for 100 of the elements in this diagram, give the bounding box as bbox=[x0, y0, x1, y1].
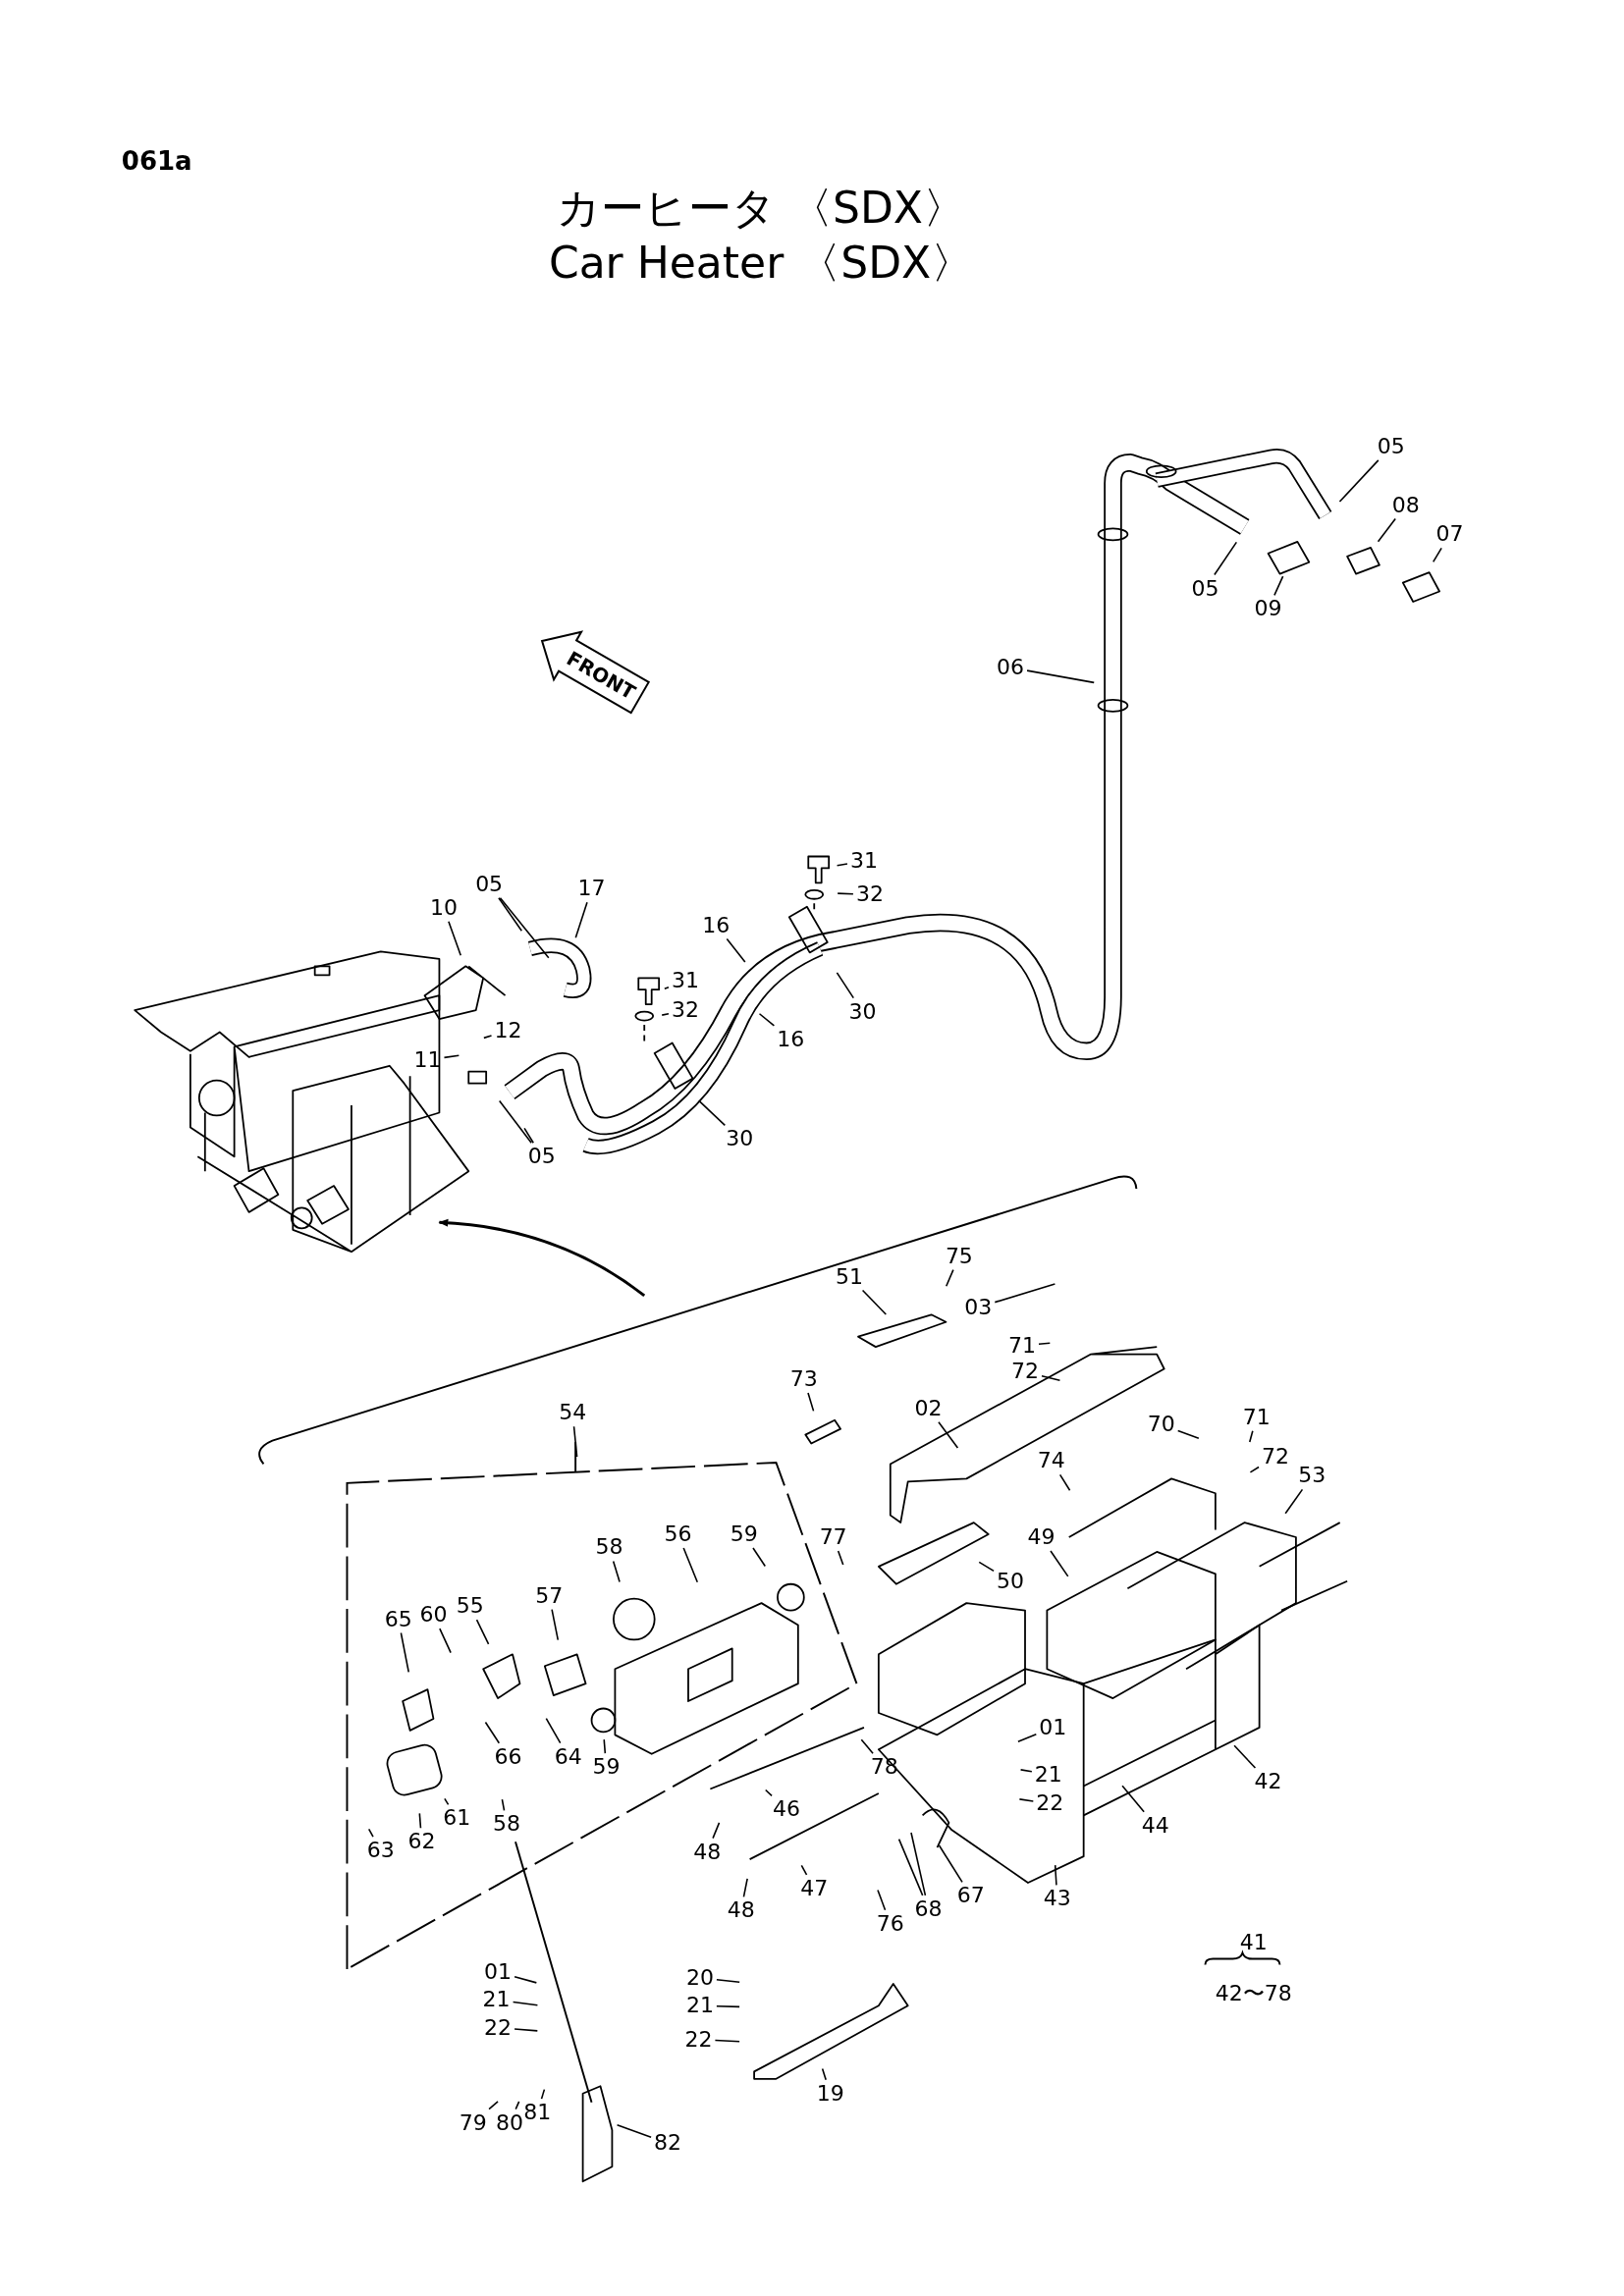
callout-number: 76 bbox=[876, 1912, 904, 1935]
leader-line bbox=[712, 1822, 721, 1840]
leader-line bbox=[616, 2123, 652, 2139]
callout-number: 81 bbox=[523, 2102, 552, 2124]
leader-line bbox=[716, 2004, 740, 2008]
callout-number: 49 bbox=[1027, 1526, 1056, 1548]
leader-line bbox=[1338, 459, 1380, 503]
callout-number: 50 bbox=[997, 1570, 1025, 1592]
callout-number: 46 bbox=[772, 1798, 800, 1821]
leader-line bbox=[512, 2001, 539, 2006]
callout-number: 22 bbox=[484, 2016, 513, 2039]
callout-number: 59 bbox=[730, 1523, 758, 1545]
callout-number: 80 bbox=[496, 2111, 523, 2134]
callout-number: 65 bbox=[384, 1608, 412, 1630]
leader-line bbox=[439, 1628, 452, 1654]
leader-line bbox=[1284, 1488, 1304, 1515]
leader-line bbox=[501, 1798, 506, 1812]
callout-number: 75 bbox=[945, 1245, 973, 1267]
callout-number: 48 bbox=[693, 1841, 722, 1863]
callout-number: 30 bbox=[726, 1128, 754, 1150]
leader-line bbox=[418, 1812, 422, 1829]
leader-line bbox=[1050, 1550, 1069, 1577]
leader-line bbox=[758, 1012, 776, 1027]
leader-line bbox=[1432, 547, 1442, 563]
callout-number: 79 bbox=[459, 2111, 487, 2134]
callout-number: 73 bbox=[789, 1367, 818, 1390]
leader-line bbox=[444, 1797, 450, 1806]
leader-line bbox=[551, 1608, 560, 1641]
callout-number: 47 bbox=[800, 1877, 829, 1899]
leader-line bbox=[836, 972, 855, 999]
leader-line bbox=[837, 1550, 844, 1566]
callout-number: 72 bbox=[1011, 1361, 1039, 1383]
callout-number: 78 bbox=[870, 1756, 898, 1779]
leader-line bbox=[807, 1392, 815, 1413]
callout-number: 17 bbox=[577, 878, 606, 900]
leader-line bbox=[1121, 1785, 1145, 1813]
callout-number: 08 bbox=[1391, 494, 1420, 516]
leader-line bbox=[514, 2101, 520, 2110]
callout-number: 71 bbox=[1008, 1334, 1036, 1357]
leader-line bbox=[661, 1012, 670, 1016]
callout-number: 20 bbox=[685, 1966, 714, 1989]
leader-line bbox=[443, 1054, 460, 1059]
callout-number: 19 bbox=[816, 2082, 844, 2105]
callout-number: 21 bbox=[482, 1989, 511, 2011]
callout-number: 22 bbox=[684, 2028, 713, 2051]
callout-number: 30 bbox=[848, 1000, 877, 1023]
leader-line bbox=[448, 920, 462, 956]
callout-number: 21 bbox=[685, 1995, 714, 2017]
callout-number: 71 bbox=[1242, 1406, 1271, 1428]
callout-number: 62 bbox=[407, 1831, 436, 1853]
callout-number: 70 bbox=[1147, 1414, 1175, 1436]
leader-line bbox=[716, 1978, 740, 1984]
callout-number: 42 bbox=[1254, 1771, 1282, 1793]
callout-number: 64 bbox=[554, 1745, 582, 1768]
leader-line bbox=[574, 901, 588, 938]
part-number: 41 bbox=[1239, 1932, 1268, 1954]
callout-number: 21 bbox=[1034, 1763, 1062, 1786]
leader-line bbox=[1214, 541, 1238, 576]
callout-number: 48 bbox=[727, 1899, 755, 1922]
callout-number: 01 bbox=[484, 1960, 513, 1983]
leader-line bbox=[837, 892, 854, 895]
callout-number: 16 bbox=[777, 1028, 805, 1050]
callout-number: 12 bbox=[494, 1019, 522, 1041]
part-range: 42〜78 bbox=[1215, 1983, 1292, 2005]
leader-line bbox=[540, 2088, 546, 2100]
leader-line bbox=[1018, 1798, 1035, 1802]
leader-line bbox=[367, 1828, 374, 1838]
callout-number: 61 bbox=[443, 1807, 471, 1830]
leader-line bbox=[664, 986, 670, 989]
callout-number: 51 bbox=[836, 1265, 864, 1288]
leader-line bbox=[682, 1547, 699, 1583]
leader-line bbox=[514, 1975, 538, 1984]
callout-number: 66 bbox=[494, 1745, 522, 1768]
callout-number: 03 bbox=[964, 1296, 993, 1318]
leader-line bbox=[1176, 1429, 1200, 1440]
callout-number: 05 bbox=[475, 873, 504, 895]
leader-line bbox=[1058, 1473, 1071, 1491]
leader-line bbox=[1233, 1744, 1257, 1769]
leader-line bbox=[752, 1547, 767, 1568]
leader-line bbox=[1248, 1429, 1254, 1443]
callout-number: 68 bbox=[914, 1897, 943, 1920]
callout-number: 05 bbox=[1377, 435, 1405, 457]
leader-line bbox=[1041, 1374, 1061, 1382]
leader-line bbox=[1377, 517, 1396, 543]
leader-line bbox=[945, 1268, 954, 1288]
leader-line bbox=[400, 1631, 409, 1674]
leader-line bbox=[484, 1721, 501, 1744]
leader-line bbox=[821, 2067, 827, 2081]
leader-line bbox=[978, 1561, 995, 1573]
callout-number: 05 bbox=[527, 1146, 556, 1168]
leader-line bbox=[1017, 1734, 1038, 1743]
callout-number: 72 bbox=[1262, 1445, 1290, 1468]
leader-line bbox=[1038, 1342, 1052, 1345]
callout-number: 63 bbox=[366, 1840, 395, 1862]
leader-line bbox=[1026, 669, 1096, 684]
callout-number: 74 bbox=[1037, 1450, 1065, 1472]
callout-number: 01 bbox=[1039, 1716, 1067, 1738]
callout-number: 32 bbox=[855, 883, 884, 906]
leader-line bbox=[698, 1099, 727, 1127]
leader-line bbox=[499, 897, 550, 959]
